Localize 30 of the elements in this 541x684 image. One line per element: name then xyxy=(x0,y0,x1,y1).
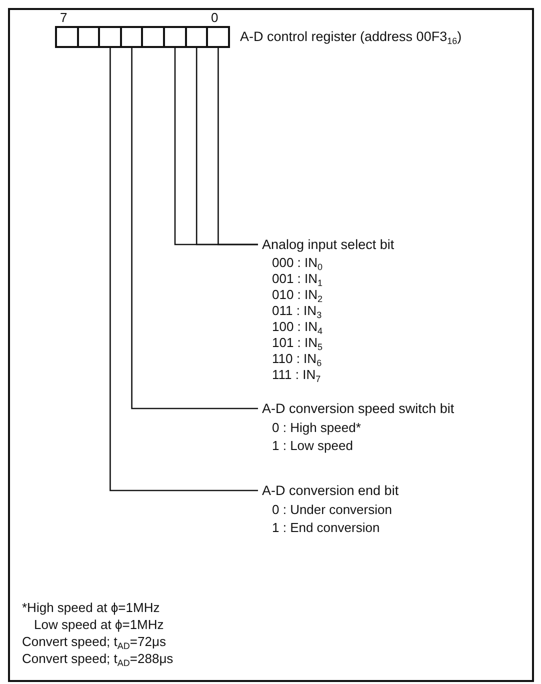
bit-value-description: 010 : IN$_{2}$ xyxy=(272,287,324,303)
register-bit-cell xyxy=(55,26,80,48)
footnote-line: Convert speed; t$_{AD}$=72μs xyxy=(22,634,166,650)
register-bit-cell xyxy=(206,26,230,48)
register-bit-cell xyxy=(141,26,166,48)
bit-value-description: 000 : IN$_{0}$ xyxy=(272,255,324,271)
bit-value-description: 111 : IN$_{7}$ xyxy=(272,367,322,383)
bit-number: 7 xyxy=(60,10,68,26)
bit-value-description: 011 : IN$_{3}$ xyxy=(272,303,323,319)
bit-value-description: 0 : High speed* xyxy=(272,419,362,436)
bit-value-description: 001 : IN$_{1}$ xyxy=(272,271,324,287)
leader-line xyxy=(218,48,258,246)
bit-name: A-D conversion speed switch bit xyxy=(262,400,454,417)
bit-number: 0 xyxy=(211,10,218,26)
register-bit-cell xyxy=(163,26,188,48)
bit-value-description: 101 : IN$_{5}$ xyxy=(272,335,324,351)
bit-value-description: 0 : Under conversion xyxy=(272,501,393,518)
leader-line xyxy=(110,48,258,492)
footnote-line: Convert speed; t$_{AD}$=288μs xyxy=(22,651,174,667)
leader-line xyxy=(131,48,258,410)
bit-value-description: 1 : Low speed xyxy=(272,436,354,454)
bit-value-description: 1 : End conversion xyxy=(272,518,381,536)
bit-name: A-D conversion end bit xyxy=(262,482,399,499)
footnote-line: *High speed at ϕ=1MHz xyxy=(22,600,160,616)
register-bit-cell xyxy=(98,26,122,48)
bit-value-description: 110 : IN$_{6}$ xyxy=(272,351,323,367)
footnote-line: Low speed at ϕ=1MHz xyxy=(34,617,164,633)
bit-value-description: 100 : IN$_{4}$ xyxy=(272,319,324,335)
bit-name: Analog input select bit xyxy=(262,236,394,253)
register-title: A-D control register (address 00F3$_{16}$) xyxy=(240,29,462,45)
